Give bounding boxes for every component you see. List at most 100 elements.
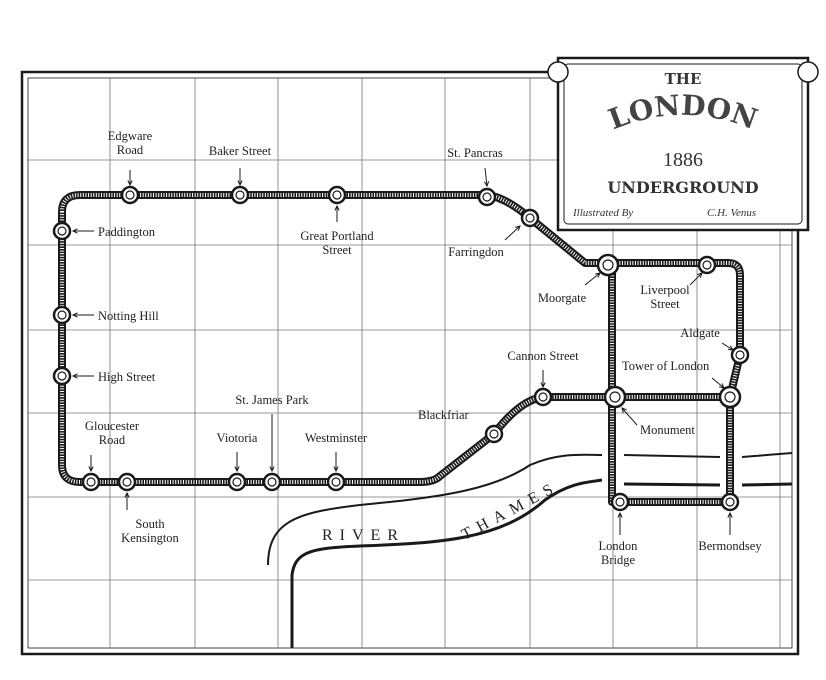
station-tower-of-london[interactable]: Tower of London (622, 359, 742, 409)
station-label: St. Pancras (447, 146, 503, 160)
station-label: Liverpool (640, 283, 690, 297)
station-label: Moorgate (538, 291, 587, 305)
arrowhead-icon (515, 225, 521, 231)
station-cannon-street[interactable]: Cannon Street (507, 349, 579, 407)
title-year: 1886 (663, 149, 703, 171)
arrow-icon (484, 167, 488, 187)
rail-line (608, 265, 734, 506)
station-marker-inner (57, 226, 67, 236)
arrowhead-icon (719, 383, 725, 389)
station-bermondsey[interactable]: Bermondsey (698, 492, 762, 553)
arrowhead-icon (334, 204, 340, 211)
station-marker-inner (331, 477, 341, 487)
station-marker-inner (525, 213, 535, 223)
station-marker-inner (538, 392, 548, 402)
station-label: Viotoria (217, 431, 258, 445)
station-label: Westminster (305, 431, 368, 445)
arrowhead-icon (237, 180, 243, 187)
station-marker-inner (489, 429, 499, 439)
arrowhead-icon (124, 491, 130, 498)
station-farringdon[interactable]: Farringdon (448, 208, 540, 259)
station-marker-inner (86, 477, 96, 487)
arrowhead-icon (333, 466, 339, 473)
arrowhead-icon (727, 345, 734, 351)
station-marker-inner (235, 190, 245, 200)
arrow-icon (621, 407, 638, 426)
station-st-pancras[interactable]: St. Pancras (447, 146, 503, 207)
arrowhead-icon (127, 180, 133, 187)
station-label: Bermondsey (698, 539, 762, 553)
arrowhead-icon (621, 407, 627, 413)
station-label: Gloucester (85, 419, 140, 433)
map-frame (20, 70, 800, 656)
station-marker-inner (602, 259, 614, 271)
arrow-icon (721, 342, 734, 351)
station-marker-inner (57, 310, 67, 320)
arrowhead-icon (71, 312, 78, 318)
station-marker-inner (57, 371, 67, 381)
arrowhead-icon (269, 466, 275, 473)
scroll-ornament-right (797, 61, 819, 83)
station-label: High Street (98, 370, 156, 384)
arrowhead-icon (697, 272, 703, 278)
station-baker-street[interactable]: Baker Street (209, 144, 272, 205)
station-marker-inner (125, 190, 135, 200)
station-westminster[interactable]: Westminster (305, 431, 368, 492)
station-label: Notting Hill (98, 309, 159, 323)
station-moorgate[interactable]: Moorgate (538, 253, 620, 305)
station-high-street[interactable]: High Street (52, 366, 156, 386)
station-paddington[interactable]: Paddington (52, 221, 156, 241)
station-notting-hill[interactable]: Notting Hill (52, 305, 159, 325)
station-label: Farringdon (448, 245, 504, 259)
arrowhead-icon (617, 511, 623, 518)
station-label: South (135, 517, 165, 531)
rail-line-hatching (60, 193, 742, 484)
title-the: THE (665, 70, 702, 88)
station-label: Road (99, 433, 126, 447)
station-marker-inner (615, 497, 625, 507)
station-label: St. James Park (235, 393, 309, 407)
station-label: Road (117, 143, 144, 157)
arrowhead-icon (727, 511, 733, 518)
station-label: Kensington (121, 531, 179, 545)
station-label: Aldgate (680, 326, 720, 340)
map-frame-inner (27, 77, 793, 649)
station-marker-inner (122, 477, 132, 487)
station-label: Great Portland (300, 229, 374, 243)
arrowhead-icon (234, 466, 240, 473)
station-marker-inner (725, 497, 735, 507)
station-blackfriar[interactable]: Blackfriar (418, 408, 504, 444)
arrow-icon (689, 272, 703, 286)
station-marker-inner (232, 477, 242, 487)
station-label: Street (322, 243, 352, 257)
rail-line (58, 191, 744, 486)
station-marker-inner (267, 477, 277, 487)
arrow-icon (504, 225, 521, 241)
station-marker-inner (332, 190, 342, 200)
river-label-river: RIVER (322, 527, 405, 544)
title-underground: UNDERGROUND (607, 178, 758, 197)
station-label: London (599, 539, 639, 553)
arrowhead-icon (540, 382, 546, 389)
station-label: Edgware (108, 129, 153, 143)
station-aldgate[interactable]: Aldgate (680, 326, 750, 365)
station-victoria[interactable]: Viotoria (217, 431, 258, 492)
station-marker-inner (609, 391, 621, 403)
station-label: Street (650, 297, 680, 311)
arrowhead-icon (71, 228, 78, 234)
arrowhead-icon (483, 181, 490, 188)
station-label: Bridge (601, 553, 635, 567)
arrow-icon (584, 272, 601, 286)
station-monument[interactable]: Monument (603, 385, 695, 437)
author: C.H. Venus (707, 207, 756, 219)
arrowhead-icon (88, 466, 94, 473)
station-st-james-park[interactable]: St. James Park (235, 393, 309, 492)
